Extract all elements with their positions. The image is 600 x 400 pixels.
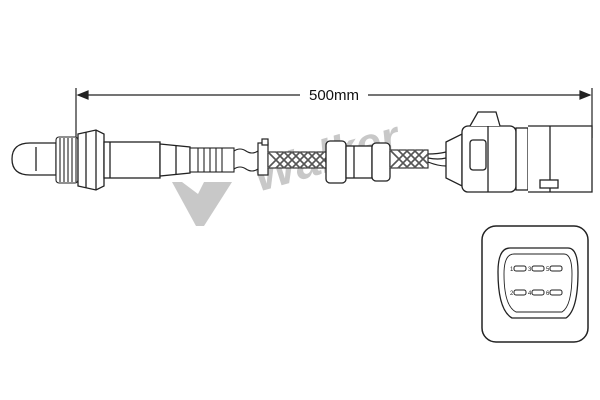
dimension-line bbox=[75, 88, 593, 138]
connector-plug bbox=[445, 111, 593, 193]
cable-clip bbox=[257, 138, 269, 176]
sensor-thread bbox=[55, 136, 79, 184]
sensor-hex-nut bbox=[77, 129, 105, 191]
pin-label: 3 bbox=[528, 267, 532, 273]
pin-label: 1 bbox=[510, 267, 514, 273]
connector-face-box: 1 3 5 2 4 6 bbox=[481, 225, 589, 343]
pin-label: 4 bbox=[528, 291, 532, 297]
braided-cable-section-2 bbox=[389, 149, 429, 169]
pin-label: 5 bbox=[546, 267, 550, 273]
pin-label: 2 bbox=[510, 291, 514, 297]
pin-label: 6 bbox=[546, 291, 550, 297]
connector-wires bbox=[427, 151, 447, 167]
sensor-grommet bbox=[189, 147, 259, 173]
dimension-label: 500mm bbox=[309, 87, 359, 104]
cable-sleeve bbox=[325, 140, 391, 184]
connector-pin-slots bbox=[513, 265, 563, 296]
braided-cable-section-1 bbox=[267, 151, 327, 169]
sensor-probe-tip bbox=[11, 142, 57, 176]
sensor-body bbox=[103, 141, 191, 179]
